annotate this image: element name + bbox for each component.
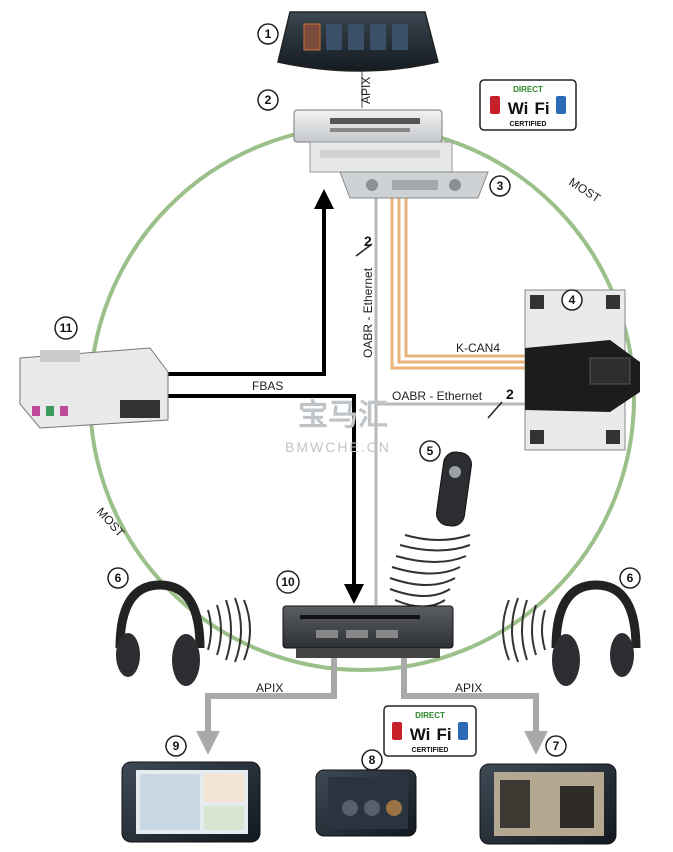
callout-3: 3: [489, 175, 511, 197]
svg-text:10: 10: [281, 575, 295, 589]
central-information-display: [277, 11, 439, 72]
svg-text:6: 6: [627, 571, 634, 585]
label-fbas: FBAS: [252, 379, 283, 393]
pair-slash-horizontal: [487, 401, 503, 419]
head-unit: [293, 109, 453, 173]
control-module: [524, 289, 640, 451]
wifi-direct-badge-top: DIRECT Wi Fi CERTIFIED: [479, 79, 577, 131]
callout-8: 8: [361, 749, 383, 771]
apix-arrow-to-tablet-7: [392, 640, 548, 755]
svg-text:3: 3: [497, 179, 504, 193]
label-apix-left: APIX: [256, 681, 283, 695]
callout-5: 5: [419, 440, 441, 462]
svg-text:9: 9: [173, 739, 180, 753]
tablet-8: [315, 769, 417, 837]
label-kcan4: K-CAN4: [456, 341, 500, 355]
wifi-badge-bottom-wi: Wi: [410, 725, 431, 744]
svg-text:8: 8: [369, 753, 376, 767]
headphones-right: [551, 580, 641, 686]
kcan4-lines: [390, 182, 540, 370]
tablet-7: [479, 763, 617, 845]
pair-count-vertical: 2: [364, 233, 372, 249]
wifi-badge-top-certified: CERTIFIED: [510, 121, 547, 128]
callout-9: 9: [165, 735, 187, 757]
watermark-logo: 宝马汇: [298, 398, 388, 432]
pair-count-horizontal: 2: [506, 386, 514, 402]
callout-10: 10: [276, 570, 300, 594]
control-panel: [339, 171, 489, 199]
label-apix-top: APIX: [359, 77, 373, 104]
svg-text:5: 5: [427, 444, 434, 458]
headphones-left: [115, 580, 205, 686]
callout-7: 7: [545, 735, 567, 757]
callout-4: 4: [561, 289, 583, 311]
callout-6-right: 6: [619, 567, 641, 589]
callout-2: 2: [257, 89, 279, 111]
svg-text:6: 6: [115, 571, 122, 585]
svg-text:2: 2: [265, 93, 272, 107]
pair-slash-vertical: [355, 243, 373, 257]
remote-control: [436, 451, 472, 527]
wifi-badge-bottom-direct: DIRECT: [415, 711, 445, 720]
watermark-url: BMWCHE.CN: [285, 439, 391, 455]
svg-text:7: 7: [553, 739, 560, 753]
label-most-right: MOST: [566, 175, 603, 206]
callout-6-left: 6: [107, 567, 129, 589]
label-oabr-vertical: OABR - Ethernet: [361, 267, 375, 358]
headphones-right-waves: [502, 597, 546, 663]
fbas-arrow-to-rse: [160, 394, 364, 604]
label-apix-right: APIX: [455, 681, 482, 695]
svg-text:1: 1: [265, 27, 272, 41]
tv-tuner-module: [19, 347, 169, 429]
wifi-badge-bottom-certified: CERTIFIED: [412, 747, 449, 754]
svg-text:4: 4: [569, 293, 576, 307]
apix-arrow-to-tablet-9: [196, 640, 346, 755]
fbas-arrow-to-headunit: [160, 189, 334, 376]
headphones-left-waves: [207, 597, 251, 663]
wifi-badge-top-direct: DIRECT: [513, 85, 543, 94]
wifi-badge-bottom-fi: Fi: [436, 725, 451, 744]
wifi-badge-top-wi: Wi: [508, 99, 529, 118]
wifi-badge-top-fi: Fi: [534, 99, 549, 118]
wifi-direct-badge-bottom: DIRECT Wi Fi CERTIFIED: [383, 705, 477, 757]
callout-11: 11: [54, 316, 78, 340]
callout-1: 1: [257, 23, 279, 45]
label-oabr-horizontal: OABR - Ethernet: [392, 389, 483, 403]
tablet-9: [121, 761, 261, 843]
rear-seat-entertainment-unit: [282, 605, 454, 658]
remote-signal-waves: [389, 534, 471, 608]
label-most-left: MOST: [94, 505, 128, 541]
svg-text:11: 11: [60, 321, 73, 335]
